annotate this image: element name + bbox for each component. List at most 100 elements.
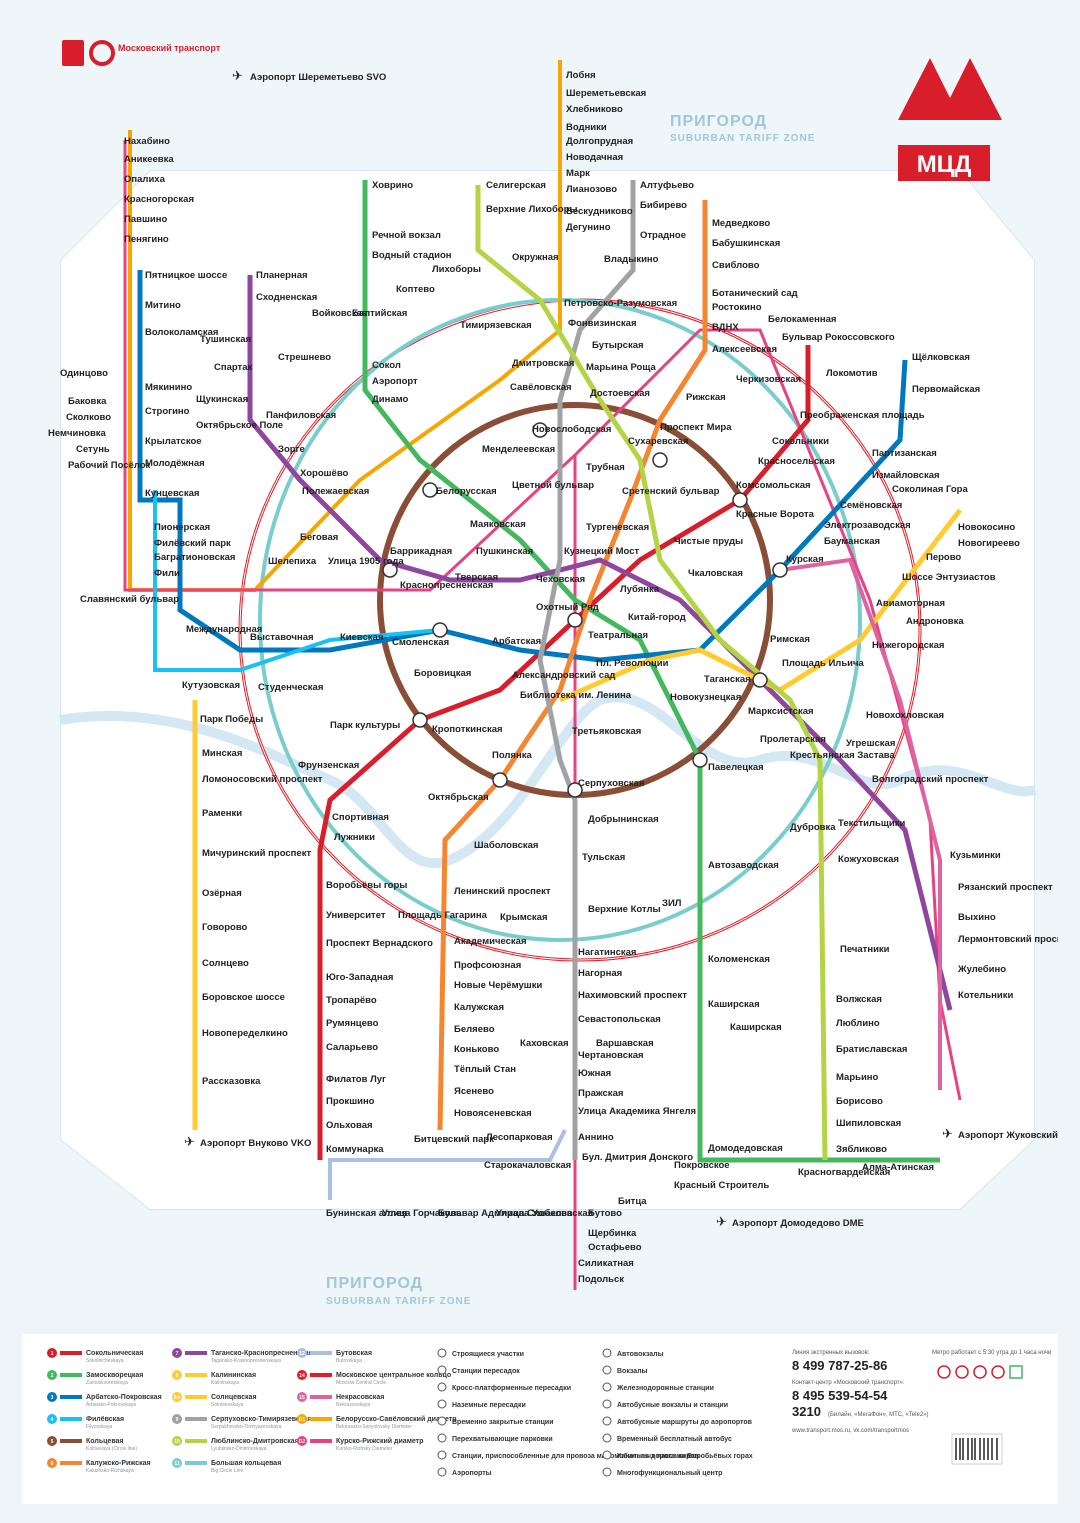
station-otradnoe[interactable]: Отрадное [640, 230, 686, 241]
station-ostafyevo[interactable]: Остафьево [588, 1242, 642, 1253]
station-ugreshskaya[interactable]: Угрешская [846, 738, 895, 749]
transfer-belorusskaya[interactable] [422, 482, 438, 498]
station-mayakovskaya[interactable]: Маяковская [470, 519, 526, 530]
station-kashirskaya-bkl[interactable]: Каширская [730, 1022, 782, 1033]
transfer-center[interactable] [567, 612, 583, 628]
station-khoroshevo[interactable]: Хорошёво [300, 468, 349, 479]
station-tekstilshchiki[interactable]: Текстильщики [838, 818, 906, 829]
station-bulvar-donskogo[interactable]: Бул. Дмитрия Донского [582, 1152, 693, 1163]
contact-number[interactable]: 8 495 539-54-54 [792, 1388, 888, 1403]
station-cherkizovskaya[interactable]: Черкизовская [736, 374, 801, 385]
station-butyrskaya[interactable]: Бутырская [592, 340, 644, 351]
station-strogino[interactable]: Строгино [145, 406, 190, 417]
station-pushkinskaya[interactable]: Пушкинская [476, 546, 533, 557]
station-fonvizinskaya[interactable]: Фонвизинская [568, 318, 637, 329]
station-bulvar-rok[interactable]: Бульвар Рокоссовского [782, 332, 895, 343]
station-krasnogorskaya[interactable]: Красногорская [124, 194, 194, 205]
station-varshavskaya[interactable]: Варшавская [596, 1038, 654, 1049]
station-nakhimovsky[interactable]: Нахимовский проспект [578, 990, 687, 1001]
station-krasny-stroitel[interactable]: Красный Строитель [674, 1180, 769, 1191]
station-alekseevskaya[interactable]: Алексеевская [712, 344, 777, 355]
hotline-number[interactable]: 8 499 787-25-86 [792, 1358, 887, 1373]
station-kropotkinskaya[interactable]: Кропоткинская [432, 724, 503, 735]
station-kurskaya[interactable]: Курская [786, 554, 824, 565]
station-nakhabino[interactable]: Нахабино [124, 136, 170, 147]
station-chekhovskaya[interactable]: Чеховская [536, 574, 585, 585]
station-kozhukhovskaya[interactable]: Кожуховская [838, 854, 899, 865]
airport-vko[interactable]: ✈ Аэропорт Внуково VKO [184, 1134, 311, 1149]
station-voykovskaya[interactable]: Войковская [312, 308, 367, 319]
station-dobryninskaya[interactable]: Добрынинская [588, 814, 659, 825]
station-kuznetsky[interactable]: Кузнецкий Мост [564, 546, 639, 557]
station-bulvar-admirala[interactable]: Бульвар Адмирала Ушакова [438, 1208, 573, 1219]
station-ploschad-ilicha[interactable]: Площадь Ильича [782, 658, 865, 669]
station-bakovka[interactable]: Баковка [68, 396, 107, 407]
station-vladykino[interactable]: Владыкино [604, 254, 659, 265]
station-marksistskaya[interactable]: Марксистская [748, 706, 814, 717]
station-penyagino[interactable]: Пенягино [124, 234, 169, 245]
station-tulskaya[interactable]: Тульская [582, 852, 625, 863]
station-dinamo[interactable]: Динамо [372, 394, 409, 405]
station-podolsk[interactable]: Подольск [578, 1274, 624, 1285]
station-barrikadnaya[interactable]: Баррикадная [390, 546, 452, 557]
station-preobr[interactable]: Преображенская площадь [800, 410, 925, 421]
station-fili[interactable]: Фили [154, 568, 180, 579]
station-akademicheskaya[interactable]: Академическая [454, 936, 527, 947]
station-lyublino[interactable]: Люблино [836, 1018, 880, 1029]
station-spartak[interactable]: Спартак [214, 362, 252, 373]
station-starokachalovskaya[interactable]: Старокачаловская [484, 1160, 571, 1171]
station-krasnoselskaya[interactable]: Красносельская [758, 456, 835, 467]
station-kievskaya[interactable]: Киевская [340, 632, 383, 643]
station-mitino[interactable]: Митино [145, 300, 181, 311]
station-yuzhnaya[interactable]: Южная [578, 1068, 611, 1079]
station-schelkovskaya[interactable]: Щёлковская [912, 352, 970, 363]
station-molodezhnaya[interactable]: Молодёжная [145, 458, 205, 469]
station-andronovka[interactable]: Андроновка [906, 616, 964, 627]
station-solntsevo[interactable]: Солнцево [202, 958, 249, 969]
station-pyatnitskoe[interactable]: Пятницкое шоссе [145, 270, 227, 281]
station-troparevo[interactable]: Тропарёво [326, 995, 377, 1006]
station-nizhegorodskaya[interactable]: Нижегородская [872, 640, 944, 651]
station-dmitrovskaya[interactable]: Дмитровская [512, 358, 574, 369]
station-ulitsa-gorchakova[interactable]: Улица Горчакова [382, 1208, 462, 1219]
station-novodachnaya[interactable]: Новодачная [566, 152, 623, 163]
transfer-novoslobodskaya[interactable] [532, 422, 548, 438]
station-streshnevo[interactable]: Стрешнево [278, 352, 331, 363]
station-slavyansky[interactable]: Славянский бульвар [80, 594, 179, 605]
station-kashirskaya[interactable]: Каширская [708, 999, 760, 1010]
station-paveletskaya[interactable]: Павелецкая [708, 762, 764, 773]
station-biblioteka[interactable]: Библиотека им. Ленина [520, 690, 632, 701]
station-vodniki[interactable]: Водники [566, 122, 607, 133]
station-trubnaya[interactable]: Трубная [586, 462, 625, 473]
station-nemchinovka[interactable]: Немчиновка [48, 428, 107, 439]
station-odintsovo[interactable]: Одинцово [60, 368, 108, 379]
station-leninsky[interactable]: Ленинский проспект [454, 886, 551, 897]
station-shelepikha[interactable]: Шелепиха [268, 556, 317, 567]
station-lobnya[interactable]: Лобня [566, 70, 596, 81]
station-koptevo[interactable]: Коптево [396, 284, 435, 295]
station-baltiyskaya[interactable]: Балтийская [352, 308, 407, 319]
station-sviblovo[interactable]: Свиблово [712, 260, 760, 271]
station-beskudnikovo[interactable]: Бескудниково [566, 206, 633, 217]
station-sheremetyevskaya[interactable]: Шереметьевская [566, 88, 646, 99]
station-pervomayskaya[interactable]: Первомайская [912, 384, 980, 395]
station-vernadskogo[interactable]: Проспект Вернадского [326, 938, 433, 949]
station-timiryazevskaya[interactable]: Тимирязевская [460, 320, 532, 331]
transfer-prospekt-mira[interactable] [652, 452, 668, 468]
station-rizhskaya[interactable]: Рижская [686, 392, 726, 403]
station-rumyantsevo[interactable]: Румянцево [326, 1018, 379, 1029]
station-polezhaevskaya[interactable]: Полежаевская [302, 486, 369, 497]
station-nagatinskaya[interactable]: Нагатинская [578, 947, 636, 958]
station-bitsa[interactable]: Битца [618, 1196, 647, 1207]
station-medvedkovo[interactable]: Медведково [712, 218, 770, 229]
station-chertanovskaya[interactable]: Чертановская [578, 1050, 644, 1061]
station-sokol[interactable]: Сокол [372, 360, 401, 371]
station-park-pobedy[interactable]: Парк Победы [200, 714, 263, 725]
station-sokolniki[interactable]: Сокольники [772, 436, 829, 447]
station-nagornaya[interactable]: Нагорная [578, 968, 622, 979]
station-maryino[interactable]: Марьино [836, 1072, 879, 1083]
transfer-komsomolskaya[interactable] [732, 492, 748, 508]
station-belorusskaya[interactable]: Белорусская [436, 486, 497, 497]
station-salaryevo[interactable]: Саларьево [326, 1042, 378, 1053]
station-lokomotiv[interactable]: Локомотив [826, 368, 878, 379]
